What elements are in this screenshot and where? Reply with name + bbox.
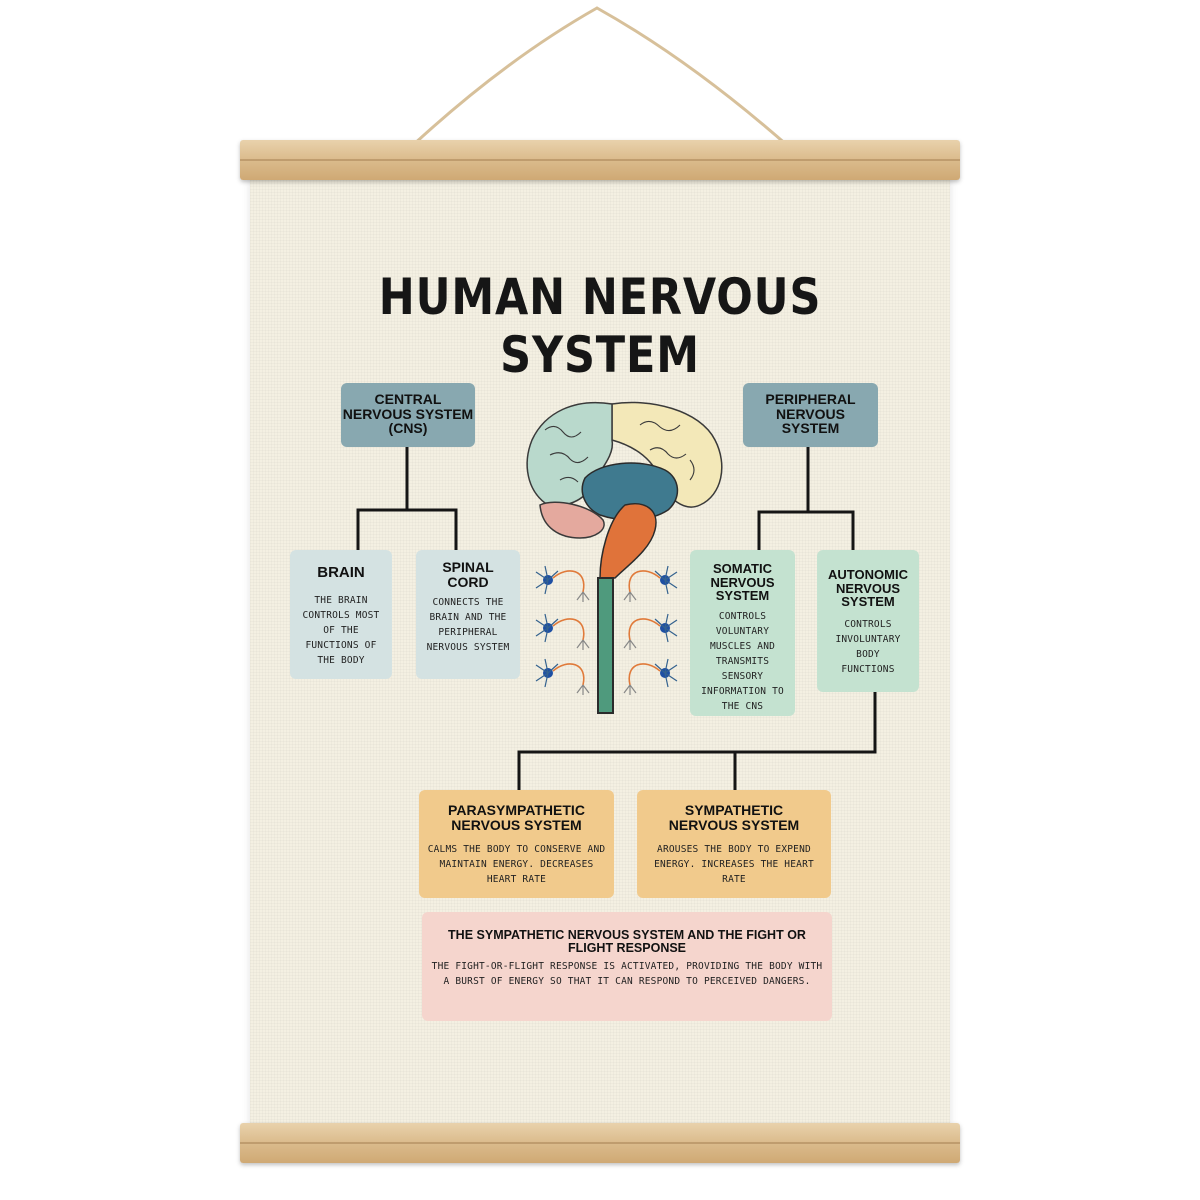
fight-flight-box: THE SYMPATHETIC NERVOUS SYSTEM AND THE F… — [422, 912, 832, 1021]
parasympathetic-text: CALMS THE BODY TO CONSERVE AND MAINTAIN … — [427, 844, 606, 886]
brain-box: BRAIN THE BRAIN CONTROLS MOST OF THE FUN… — [290, 550, 392, 679]
autonomic-box: AUTONOMIC NERVOUS SYSTEM CONTROLS INVOLU… — [817, 550, 919, 692]
somatic-title: SOMATIC NERVOUS SYSTEM — [710, 561, 775, 604]
spinal-cord-title: SPINAL CORD — [442, 559, 494, 590]
pns-title: PERIPHERAL NERVOUS SYSTEM — [765, 391, 856, 437]
parasympathetic-box: PARASYMPATHETIC NERVOUS SYSTEM CALMS THE… — [419, 790, 614, 898]
sympathetic-text: AROUSES THE BODY TO EXPEND ENERGY. INCRE… — [654, 844, 814, 886]
autonomic-text: CONTROLS INVOLUNTARY BODY FUNCTIONS — [835, 618, 901, 675]
hanging-string — [410, 6, 789, 148]
somatic-text: CONTROLS VOLUNTARY MUSCLES AND TRANSMITS… — [701, 610, 784, 712]
brain-text: THE BRAIN CONTROLS MOST OF THE FUNCTIONS… — [302, 594, 380, 666]
neuron-icon-group-left — [535, 565, 590, 695]
fight-flight-title: THE SYMPATHETIC NERVOUS SYSTEM AND THE F… — [448, 928, 806, 956]
cns-title: CENTRAL NERVOUS SYSTEM (CNS) — [342, 391, 474, 437]
page-title: HUMAN NERVOUS SYSTEM — [378, 268, 822, 384]
neuron-icon-group-right — [623, 565, 678, 695]
somatic-box: SOMATIC NERVOUS SYSTEM CONTROLS VOLUNTAR… — [690, 550, 795, 716]
brain-icon — [526, 401, 723, 579]
spinal-cord-box: SPINAL CORD CONNECTS THE BRAIN AND THE P… — [416, 550, 520, 679]
brain-title: BRAIN — [317, 564, 365, 581]
pns-box: PERIPHERAL NERVOUS SYSTEM — [743, 383, 878, 447]
autonomic-title: AUTONOMIC NERVOUS SYSTEM — [828, 567, 908, 610]
spinal-cord-icon — [597, 577, 614, 714]
parasympathetic-title: PARASYMPATHETIC NERVOUS SYSTEM — [448, 802, 585, 833]
cns-box: CENTRAL NERVOUS SYSTEM (CNS) — [341, 383, 475, 447]
sympathetic-box: SYMPATHETIC NERVOUS SYSTEM AROUSES THE B… — [637, 790, 831, 898]
sympathetic-title: SYMPATHETIC NERVOUS SYSTEM — [668, 802, 800, 833]
bottom-wooden-hanger — [240, 1123, 960, 1163]
fight-flight-text: THE FIGHT-OR-FLIGHT RESPONSE IS ACTIVATE… — [431, 961, 823, 988]
top-wooden-hanger — [240, 140, 960, 180]
spinal-cord-text: CONNECTS THE BRAIN AND THE PERIPHERAL NE… — [426, 597, 510, 654]
